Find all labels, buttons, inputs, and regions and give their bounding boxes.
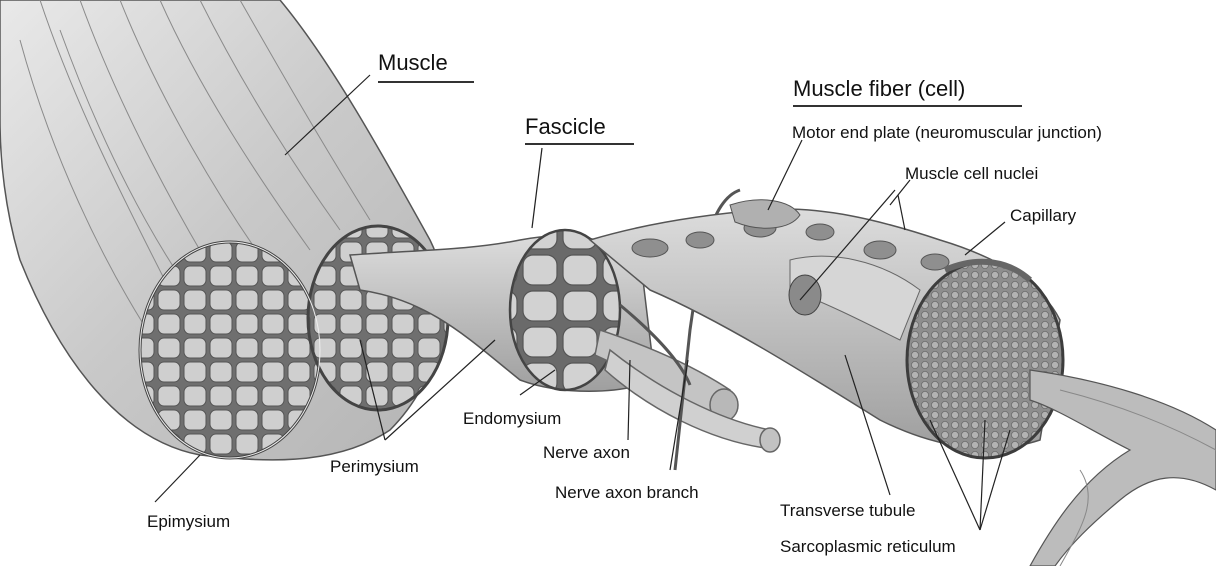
label-endomysium: Endomysium <box>463 409 561 428</box>
label-perimysium: Perimysium <box>330 457 419 476</box>
label-nerve-axon: Nerve axon <box>543 443 630 462</box>
muscle-fiber-illustration <box>590 200 1063 458</box>
muscle-title: Muscle <box>378 50 448 75</box>
label-capillary: Capillary <box>1010 206 1077 225</box>
fascicle-title: Fascicle <box>525 114 606 139</box>
nerve-tail-illustration <box>1030 370 1216 566</box>
label-sarcoplasmic-reticulum: Sarcoplasmic reticulum <box>780 537 956 556</box>
label-transverse-tubule: Transverse tubule <box>780 501 915 520</box>
label-nerve-axon-branch: Nerve axon branch <box>555 483 699 502</box>
label-motor-end-plate: Motor end plate (neuromuscular junction) <box>792 123 1102 142</box>
label-epimysium: Epimysium <box>147 512 230 531</box>
label-muscle-cell-nuclei: Muscle cell nuclei <box>905 164 1038 183</box>
muscle-fiber-title: Muscle fiber (cell) <box>793 76 965 101</box>
